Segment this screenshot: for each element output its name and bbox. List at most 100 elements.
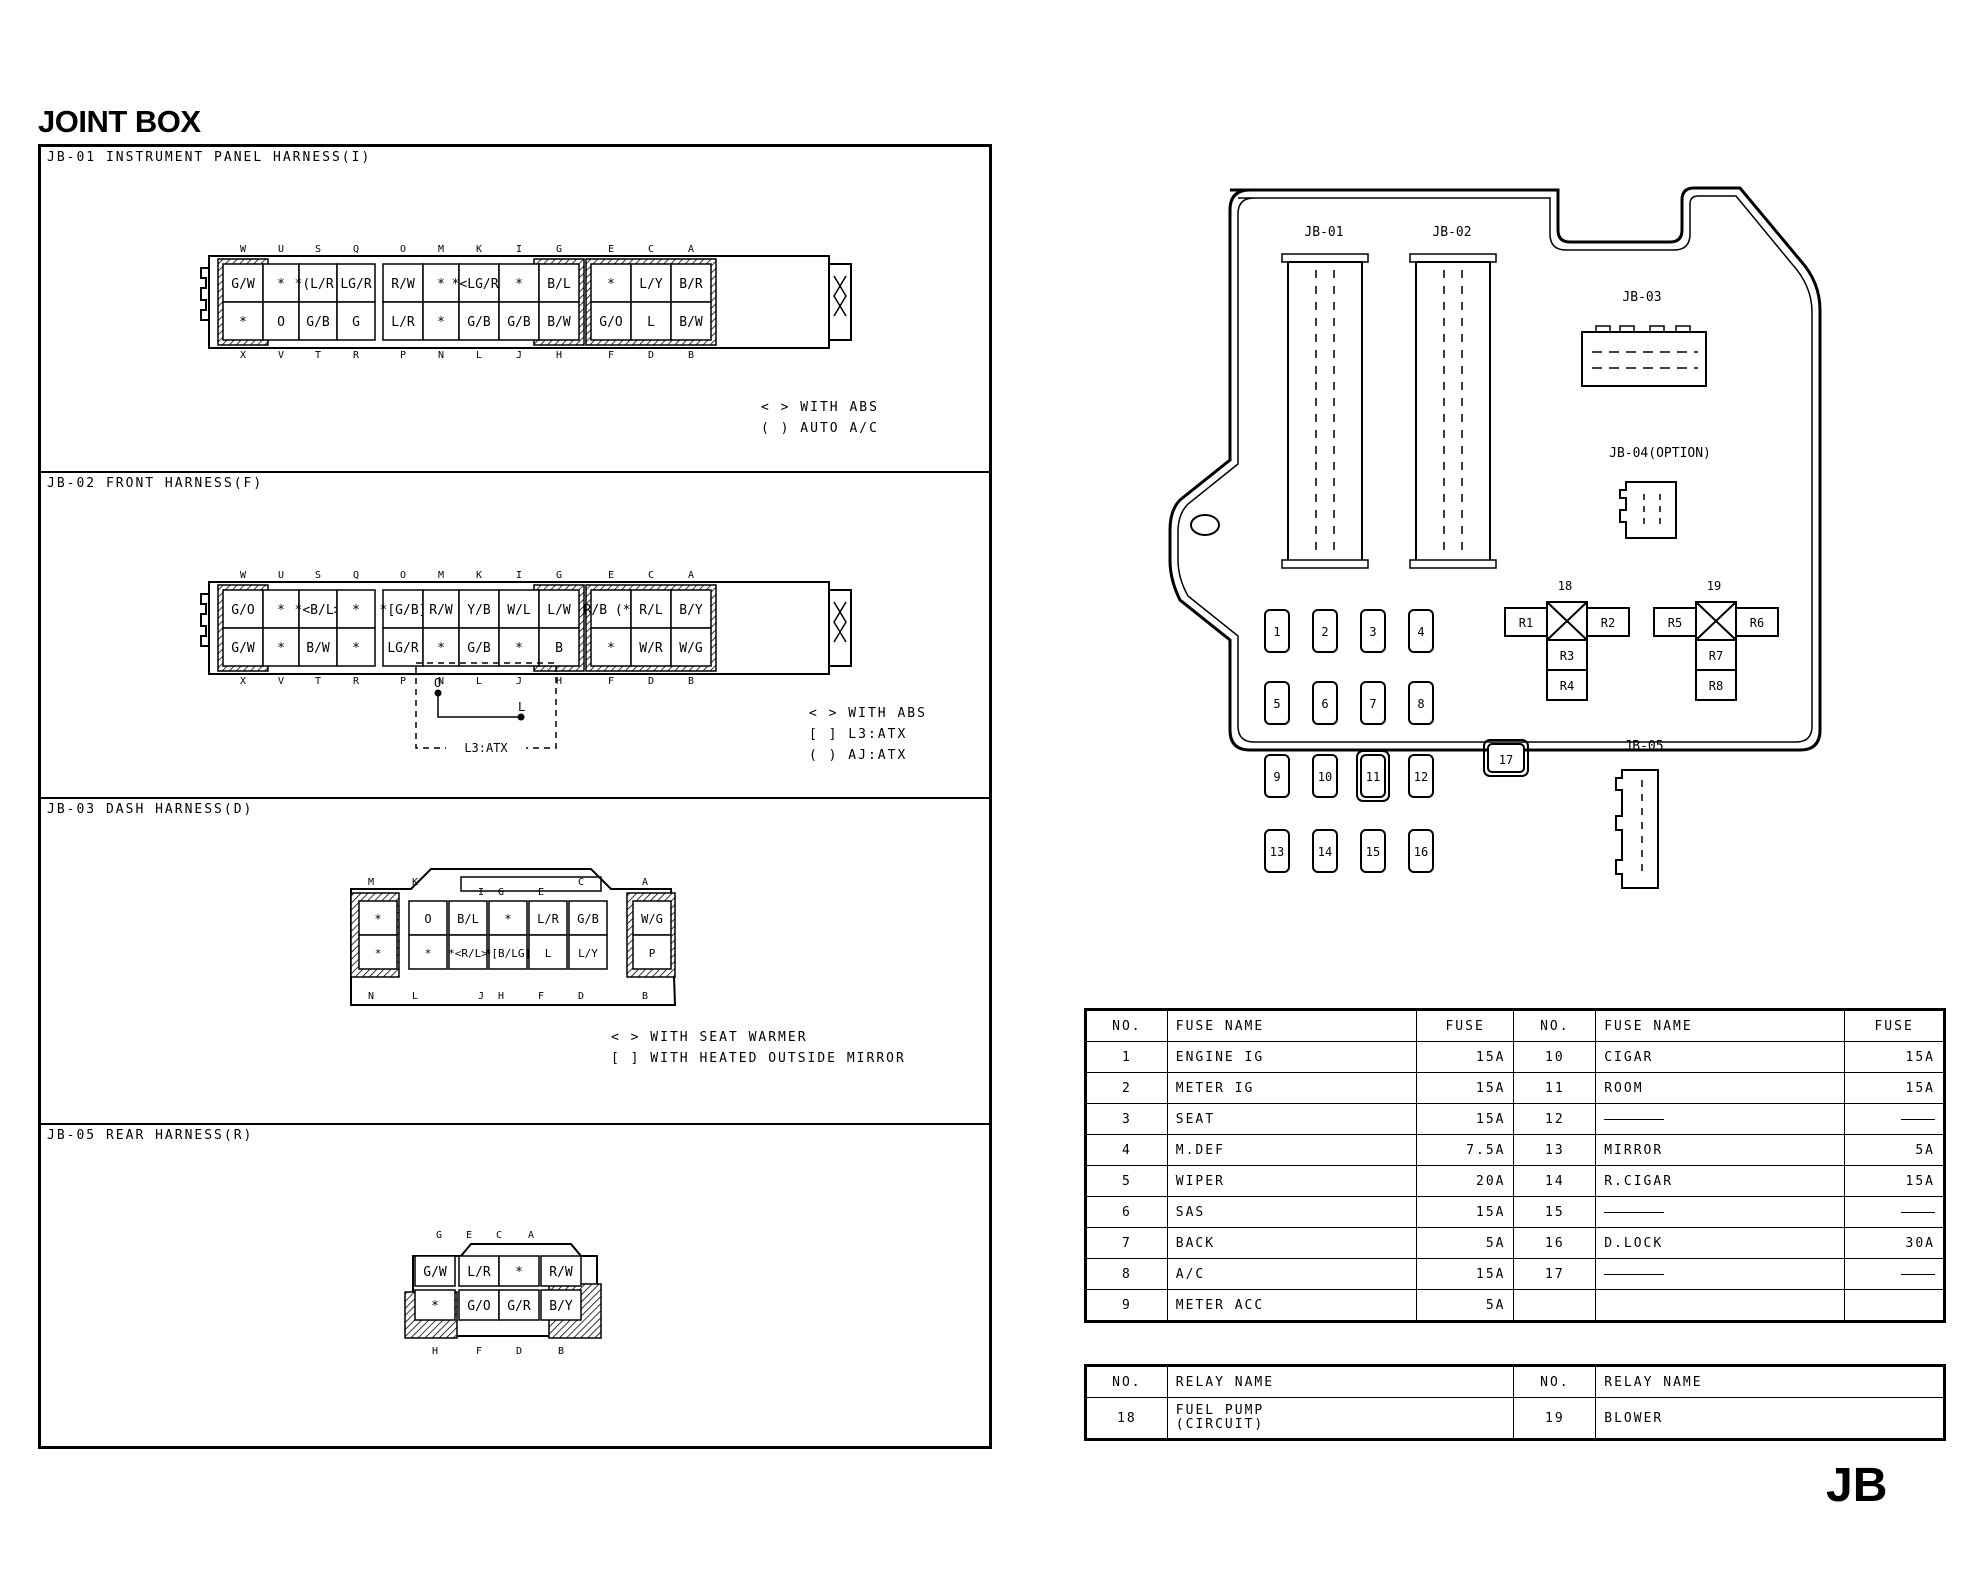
pin-label-bottom: B/Y: [549, 1299, 573, 1314]
pin-label-bottom: L/R: [391, 315, 415, 330]
connector-body: [1287, 261, 1363, 563]
pin-letter-bottom: F: [476, 1346, 482, 1357]
pin-letter-top: C: [648, 570, 654, 581]
fuse: [1312, 829, 1338, 873]
fuse-no: 12: [1513, 1103, 1597, 1135]
pin-cell: [358, 934, 398, 970]
fuse-rating: [1844, 1103, 1945, 1135]
pin-cell: [498, 263, 540, 303]
fuse-number: 10: [1318, 770, 1332, 784]
pin-label-top: *<LG/R>: [452, 277, 507, 292]
pin-cell: [382, 263, 424, 303]
connector-body: [1581, 331, 1707, 387]
pin-cell: [336, 627, 376, 667]
pin-letter-bottom: H: [498, 991, 504, 1002]
connector-label: JB-05: [1624, 739, 1663, 754]
pin-label-top: R/W: [549, 1265, 573, 1280]
pin-label-top: LG/R: [340, 277, 371, 292]
pin-letter-bottom: J: [516, 350, 522, 361]
fuse-name: WIPER: [1166, 1165, 1417, 1197]
connector-cap: [1409, 559, 1497, 569]
fuse-name: ROOM: [1595, 1072, 1846, 1104]
empty-dash: [1604, 1273, 1665, 1275]
connector-tabs: [1595, 325, 1691, 332]
fuse-name: M.DEF: [1166, 1134, 1417, 1166]
pin-label-top: R/W: [429, 603, 453, 618]
pin-label-top: R/W: [391, 277, 415, 292]
pin-letter-bottom: H: [556, 350, 562, 361]
pin-label-top: L/R: [537, 912, 559, 926]
inset-label: L3:ATX: [464, 741, 508, 755]
pin-label-top: *: [437, 277, 445, 292]
fuse: [1360, 754, 1386, 798]
pin-letter-top: M: [438, 570, 444, 581]
pin-letter-bottom: B: [642, 991, 648, 1002]
pin-cell: [458, 1289, 500, 1321]
mount-hole: [1190, 514, 1220, 536]
connector-jb03: **O*B/L*<R/L>**[B/LG]L/RLG/BL/YW/GPMNKLI…: [350, 868, 677, 1006]
pin-cell: [414, 1255, 456, 1287]
pin-cell: [222, 263, 264, 303]
pin-letter-bottom: N: [438, 676, 444, 687]
fuse-rating: 7.5A: [1415, 1134, 1515, 1166]
pin-letter-bottom: D: [516, 1346, 522, 1357]
pin-letter-bottom: H: [556, 676, 562, 687]
fuse-name: D.LOCK: [1595, 1227, 1846, 1259]
pin-label-bottom: *: [431, 1299, 439, 1314]
connector-shell: [350, 868, 677, 1006]
fuse: [1312, 609, 1338, 653]
pin-label-top: Y/B: [467, 603, 491, 618]
pin-letter-top: Q: [353, 244, 359, 255]
pin-label-bottom: *: [375, 947, 382, 960]
pin-letter-bottom: X: [240, 350, 246, 361]
fuse-name: METER ACC: [1166, 1289, 1417, 1322]
pin-letter-bottom: D: [648, 350, 654, 361]
pin-letter-bottom: B: [688, 350, 694, 361]
connector-body: [1615, 769, 1659, 889]
pin-letter-top: S: [315, 244, 321, 255]
fuse: [1408, 681, 1434, 725]
pin-cell: [630, 263, 672, 303]
relay-terminal-label: R8: [1709, 679, 1723, 693]
connector-jb01: G/W*WX*OUV*(L/R)G/BSTLG/RGQRR/WL/ROP**MN…: [200, 244, 852, 361]
pin-letter-bottom: F: [608, 676, 614, 687]
relay-terminal-label: R2: [1601, 616, 1615, 630]
legend-line: [ ] WITH HEATED OUTSIDE MIRROR: [611, 1051, 906, 1066]
relay-terminal-label: R5: [1668, 616, 1682, 630]
connector-body: [1415, 261, 1491, 563]
pin-letter-bottom: P: [400, 350, 406, 361]
inset-right-letter: L: [518, 700, 525, 714]
legend-line: [ ] L3:ATX: [809, 727, 908, 742]
relay-terminal: [1546, 669, 1588, 701]
legend-line: < > WITH ABS: [761, 400, 879, 415]
legend-jb03: < > WITH SEAT WARMER [ ] WITH HEATED OUT…: [611, 1027, 906, 1069]
legend-line: < > WITH SEAT WARMER: [611, 1030, 808, 1045]
fuse-number: 7: [1369, 697, 1376, 711]
relay-no: 19: [1513, 1397, 1597, 1440]
pin-label-bottom: G/O: [467, 1299, 491, 1314]
connector-label: JB-01: [1304, 225, 1343, 240]
inset-top-letter: O: [434, 676, 441, 690]
fuse: [1264, 829, 1290, 873]
legend-jb01: < > WITH ABS ( ) AUTO A/C: [761, 397, 879, 439]
pin-label-bottom: O: [277, 315, 285, 330]
relay-terminal-label: R4: [1560, 679, 1574, 693]
pin-label-bottom: B/W: [679, 315, 703, 330]
pin-cell: [222, 301, 264, 341]
pin-letter-top: A: [688, 244, 694, 255]
pin-letter-bottom: B: [688, 676, 694, 687]
pin-cell: [632, 934, 672, 970]
connector-cap: [1409, 253, 1497, 263]
pin-letter-top: C: [496, 1230, 502, 1241]
pin-letter-bottom: D: [578, 991, 584, 1002]
connector-latch: [200, 593, 209, 647]
fuse-rating: 5A: [1844, 1134, 1945, 1166]
pin-letter-bottom: F: [608, 350, 614, 361]
fuse-no: 5: [1085, 1165, 1168, 1197]
